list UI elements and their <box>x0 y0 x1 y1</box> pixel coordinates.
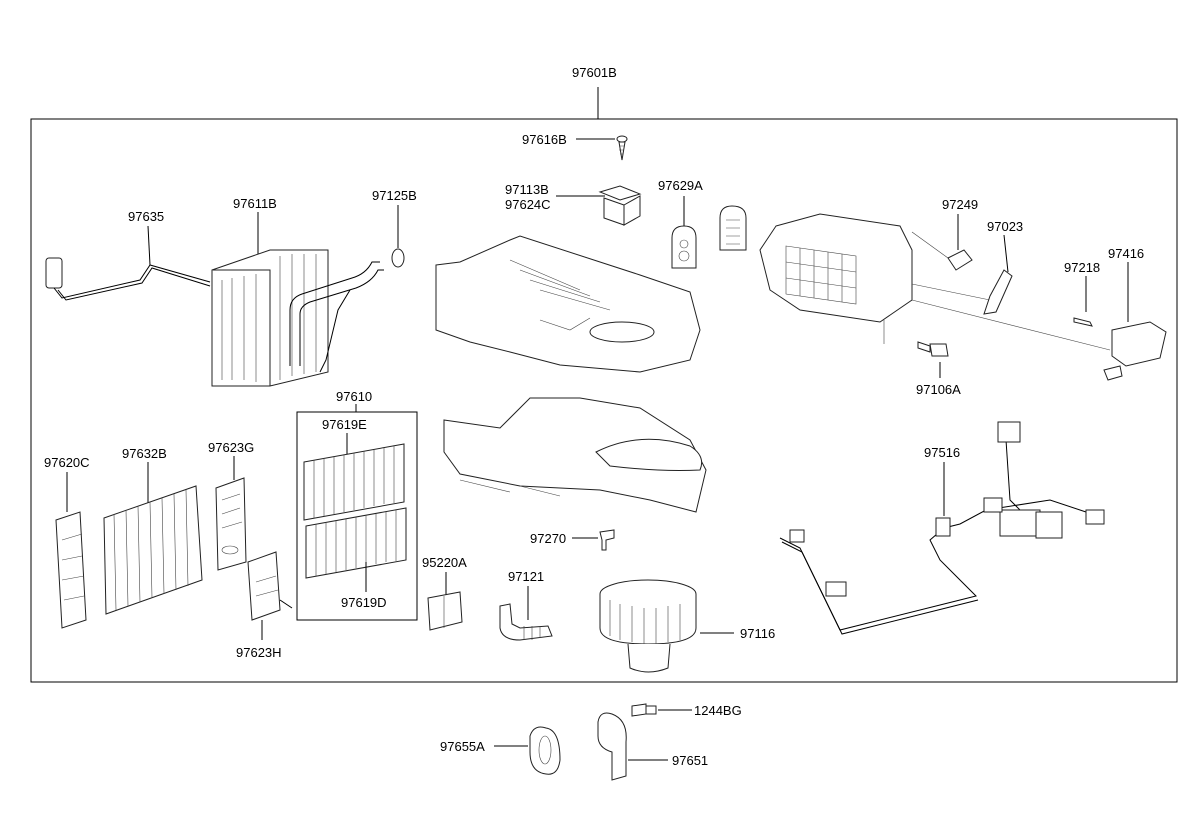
screw-97616B <box>576 135 628 161</box>
label-97611B: 97611B <box>233 196 277 211</box>
label-97023: 97023 <box>987 219 1023 234</box>
label-97601B: 97601B <box>572 65 617 80</box>
label-97616B: 97616B <box>522 132 567 147</box>
evaporator-97611B <box>211 212 384 387</box>
link-97106A <box>917 341 949 378</box>
label-97116: 97116 <box>740 626 775 641</box>
filter-box-97610 <box>296 411 418 621</box>
label-97619E: 97619E <box>322 417 367 432</box>
label-97623H: 97623H <box>236 645 282 660</box>
harness-97516 <box>779 421 1105 635</box>
connector-grid <box>719 205 747 251</box>
sensor-97635 <box>45 225 211 301</box>
bracket-97623H <box>247 551 293 640</box>
actuator-97416 <box>1103 262 1167 381</box>
grommet-97655A <box>494 726 561 775</box>
label-97516: 97516 <box>924 445 960 460</box>
screw-97270 <box>572 529 615 551</box>
seal-97629A <box>671 196 697 269</box>
label-97623G: 97623G <box>208 440 254 455</box>
label-97113B: 97113B <box>505 182 549 197</box>
upper-case <box>435 235 701 373</box>
filter-97632B <box>103 462 203 615</box>
label-97270: 97270 <box>530 531 566 546</box>
label-97619D: 97619D <box>341 595 387 610</box>
cover-97620C <box>55 472 87 629</box>
lever-97023 <box>983 234 1013 315</box>
clip-97249 <box>947 214 973 271</box>
label-1244BG: 1244BG <box>694 703 742 718</box>
relay-95220A <box>427 572 463 631</box>
label-97610: 97610 <box>336 389 372 404</box>
resistor-97113B <box>556 185 642 226</box>
assembly-frame <box>30 118 1178 683</box>
bracket-97623G <box>215 456 247 571</box>
filter-97619E <box>303 443 405 521</box>
intake-housing <box>759 213 1111 351</box>
oring-97125B <box>391 205 405 268</box>
label-97121: 97121 <box>508 569 544 584</box>
lower-case <box>443 397 707 513</box>
duct-97651 <box>597 712 668 781</box>
screw-97218 <box>1073 276 1093 327</box>
hose-97121 <box>499 586 553 641</box>
label-97655A: 97655A <box>440 739 485 754</box>
label-97651: 97651 <box>672 753 708 768</box>
label-97416: 97416 <box>1108 246 1144 261</box>
screw-1244BG <box>631 703 692 717</box>
label-97249: 97249 <box>942 197 978 212</box>
label-97629A: 97629A <box>658 178 703 193</box>
label-97620C: 97620C <box>44 455 90 470</box>
label-97632B: 97632B <box>122 446 167 461</box>
label-97624C: 97624C <box>505 197 551 212</box>
label-97125B: 97125B <box>372 188 417 203</box>
label-97218: 97218 <box>1064 260 1100 275</box>
label-95220A: 95220A <box>422 555 467 570</box>
label-97635: 97635 <box>128 209 164 224</box>
filter-97619D <box>305 507 407 579</box>
label-97106A: 97106A <box>916 382 961 397</box>
blower-97116 <box>599 579 734 673</box>
